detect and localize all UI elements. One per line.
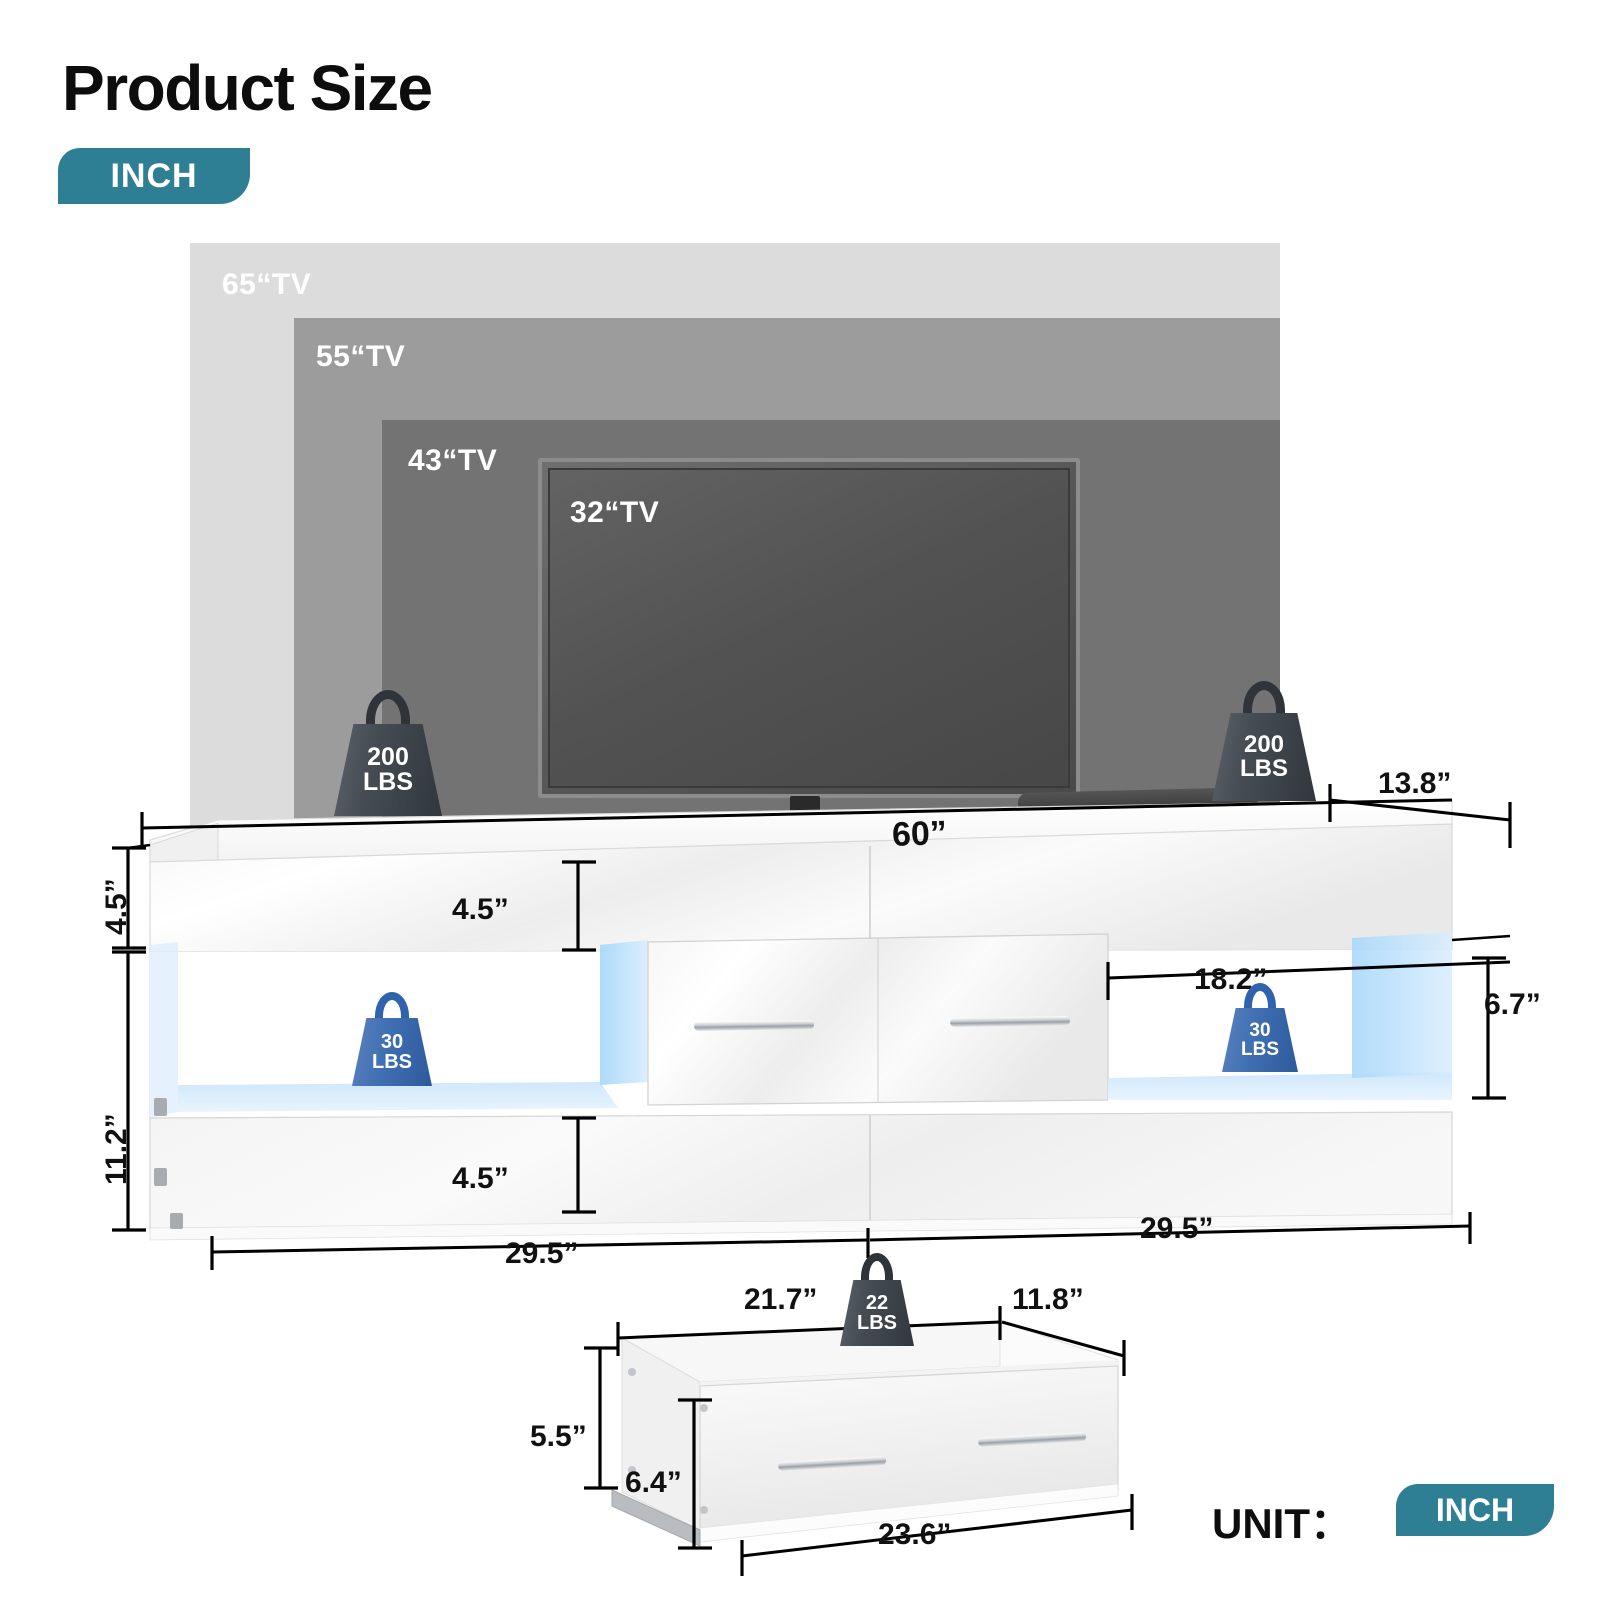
- page-title: Product Size: [62, 52, 433, 124]
- tv-size-label-65: 65“TV: [222, 268, 312, 301]
- weight-value: 30: [380, 1030, 404, 1053]
- unit-badge-inch-top: INCH: [58, 148, 250, 204]
- dim-overall-depth: 13.8”: [1378, 767, 1452, 800]
- dim-top-panel-height-inner: 4.5”: [452, 893, 509, 926]
- tv-screen: [548, 468, 1070, 788]
- dim-overall-width: 60”: [891, 814, 948, 854]
- weight-handle-icon: [366, 690, 410, 728]
- weight-body: 30 LBS: [352, 1018, 432, 1086]
- weight-body: 22 LBS: [840, 1280, 914, 1346]
- dim-left-segment-width: 29.5”: [505, 1237, 579, 1270]
- dim-lower-section-height: 11.2”: [100, 1113, 133, 1185]
- unit-badge-inch-bottom: INCH: [1396, 1484, 1554, 1536]
- dim-drawer-inner-width: 21.7”: [744, 1283, 818, 1316]
- tv-size-label-55: 55“TV: [316, 340, 406, 373]
- weight-unit: LBS: [857, 1312, 897, 1334]
- dim-right-segment-width: 29.5”: [1140, 1212, 1214, 1245]
- dim-bottom-panel-height: 4.5”: [452, 1162, 509, 1195]
- tv-size-label-43: 43“TV: [408, 444, 498, 477]
- weight-unit: LBS: [363, 768, 413, 796]
- tv-size-label-32: 32“TV: [570, 496, 660, 529]
- weight-badge-shelf-left: 30 LBS: [352, 992, 432, 1086]
- weight-badge-top-left: 200 LBS: [334, 690, 442, 816]
- weight-handle-icon: [1244, 983, 1276, 1012]
- dim-drawer-outer-width: 23.6”: [878, 1518, 952, 1551]
- weight-value: 200: [1243, 730, 1285, 758]
- weight-handle-icon: [861, 1253, 893, 1283]
- dim-drawer-outer-height: 5.5”: [530, 1420, 587, 1453]
- weight-badge-drawer: 22 LBS: [840, 1253, 914, 1346]
- weight-body: 200 LBS: [1212, 713, 1316, 801]
- unit-label: UNIT：: [1212, 1500, 1352, 1547]
- weight-value: 200: [367, 742, 409, 771]
- weight-handle-icon: [1243, 681, 1285, 717]
- weight-unit: LBS: [372, 1051, 412, 1073]
- weight-value: 30: [1249, 1019, 1271, 1041]
- weight-badge-shelf-right: 30 LBS: [1222, 983, 1298, 1072]
- weight-badge-top-right: 200 LBS: [1212, 681, 1316, 801]
- weight-body: 200 LBS: [334, 724, 442, 816]
- weight-body: 30 LBS: [1222, 1008, 1298, 1072]
- weight-value: 22: [865, 1291, 889, 1314]
- dim-shelf-opening-height: 6.7”: [1484, 988, 1541, 1021]
- dim-drawer-front-height: 6.4”: [625, 1466, 682, 1499]
- weight-handle-icon: [375, 992, 409, 1022]
- dim-drawer-inner-depth: 11.8”: [1012, 1283, 1084, 1316]
- weight-unit: LBS: [1241, 1039, 1279, 1060]
- dim-top-panel-height-left: 4.5”: [100, 878, 133, 935]
- weight-unit: LBS: [1240, 755, 1288, 782]
